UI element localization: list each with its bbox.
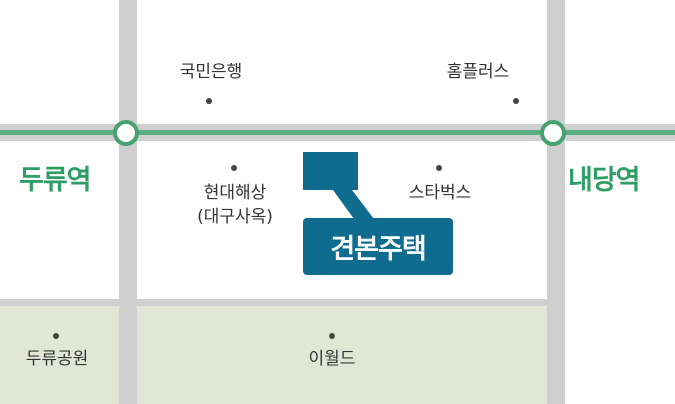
- poi-label-hyundai-marine-line1: 현대해상: [203, 183, 267, 203]
- park-block-left: [0, 305, 119, 404]
- poi-label-duryu-park: 두류공원: [25, 349, 89, 369]
- poi-label-homeplus: 홈플러스: [446, 62, 510, 82]
- poi-dot-duryu-park: [53, 333, 59, 339]
- target-callout[interactable]: 견본주택: [303, 218, 453, 275]
- poi-dot-starbucks: [436, 165, 442, 171]
- poi-label-kookmin-bank: 국민은행: [179, 62, 243, 82]
- target-callout-label: 견본주택: [330, 234, 426, 265]
- park-block-center: [137, 305, 547, 404]
- poi-label-starbucks: 스타벅스: [408, 183, 472, 203]
- station-marker-duryu[interactable]: [113, 120, 139, 146]
- station-marker-naedang[interactable]: [540, 120, 566, 146]
- callout-pointer-shape: [333, 190, 374, 219]
- road-vertical-left: [119, 0, 137, 404]
- poi-label-emart: 이월드: [308, 349, 356, 369]
- road-vertical-right: [547, 0, 565, 404]
- poi-label-hyundai-marine: 현대해상 (대구사옥): [180, 181, 290, 229]
- poi-dot-kookmin-bank: [206, 98, 212, 104]
- poi-dot-hyundai-marine: [231, 165, 237, 171]
- poi-dot-emart: [329, 333, 335, 339]
- station-label-duryu[interactable]: 두류역: [19, 165, 92, 196]
- road-horizontal-bottom: [0, 299, 565, 306]
- target-building-marker[interactable]: [303, 152, 358, 190]
- metro-line: [0, 130, 675, 135]
- poi-label-hyundai-marine-line2: (대구사옥): [197, 207, 273, 227]
- poi-dot-homeplus: [513, 98, 519, 104]
- station-label-naedang[interactable]: 내당역: [568, 165, 641, 196]
